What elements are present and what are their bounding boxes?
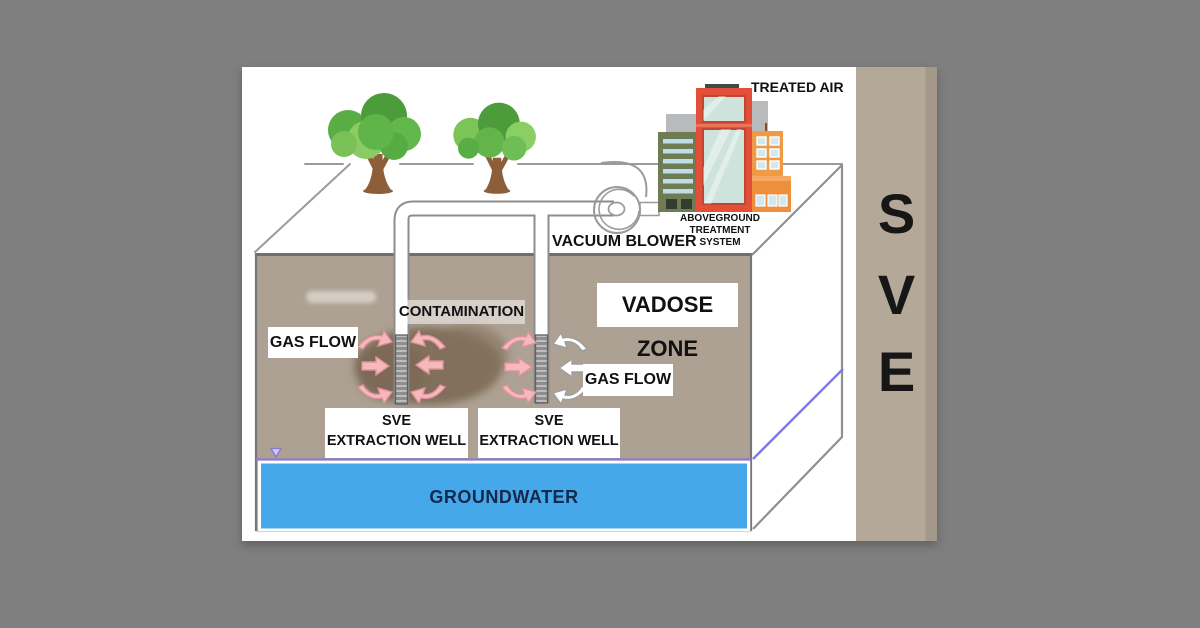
groundwater-zone [256,447,751,533]
sve-extraction-well-label-1: SVE EXTRACTION WELL [325,408,468,458]
well1-line1: SVE [381,413,411,429]
well2-line2: EXTRACTION WELL [479,433,619,449]
extraction-piping [393,200,614,405]
vacuum-blower-label: VACUUM BLOWER [552,233,697,250]
block-right-face [751,163,844,530]
treatment-system-line3: SYSTEM [699,237,741,248]
tree-icon [328,93,421,194]
gas-flow-label-right: GAS FLOW [583,364,673,396]
tree-icon [453,102,536,194]
well-screen [394,334,409,405]
water-table-icon [269,447,283,459]
sidebar-letter-s: S [877,182,916,245]
groundwater-label: GROUNDWATER [429,487,579,507]
sidebar-letter-e: E [877,340,916,403]
treatment-system-line2: TREATMENT [689,225,751,236]
sidebar-letter-v: V [877,263,916,326]
sve-sidebar: S V E [856,67,937,541]
ground-surface-outline [254,163,843,253]
soil-smudge [306,291,376,303]
well2-line1: SVE [534,413,564,429]
gas-flow-label-left: GAS FLOW [268,327,358,358]
sve-diagram-graphic [254,84,844,533]
treatment-system-line1: ABOVEGROUND [679,213,760,224]
contamination-label: CONTAMINATION [398,300,525,324]
sve-extraction-well-label-2: SVE EXTRACTION WELL [478,408,620,458]
treatment-system-label: ABOVEGROUND TREATMENT SYSTEM [674,213,766,249]
vacuum-blower-detail [593,186,641,234]
vadose-zone-label: VADOSE ZONE [597,283,738,361]
well-screen [534,334,549,404]
treated-air-label: TREATED AIR [751,79,844,95]
treatment-building-icon [658,84,791,212]
well1-line2: EXTRACTION WELL [326,433,467,449]
